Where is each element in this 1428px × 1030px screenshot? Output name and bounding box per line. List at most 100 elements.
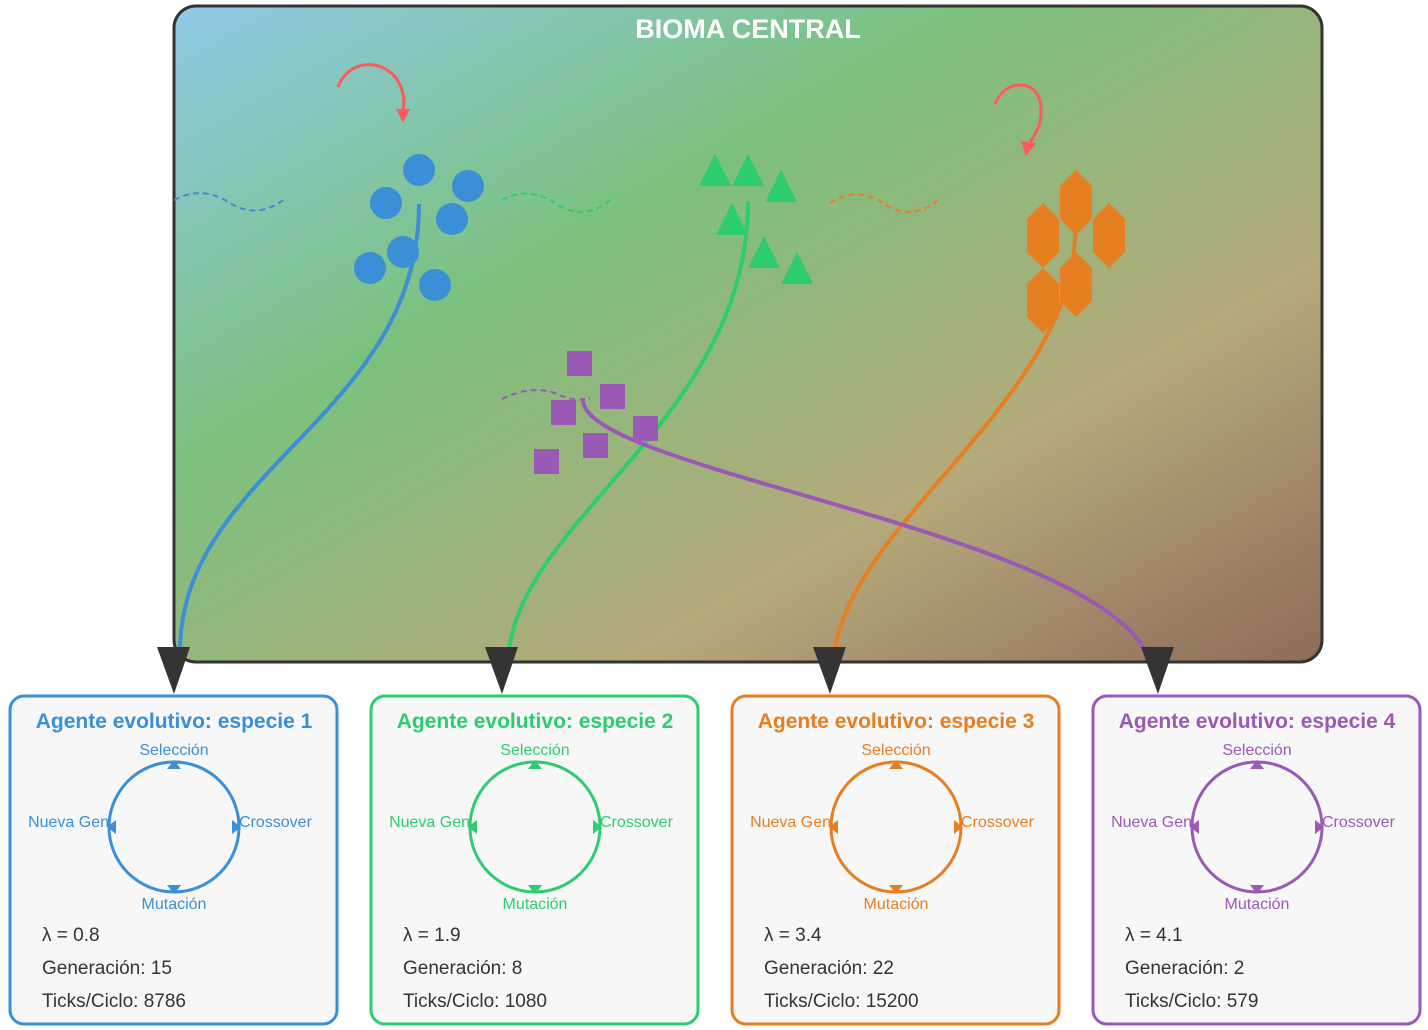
wave-line-species-1 xyxy=(173,192,287,212)
species-panel-4: Agente evolutivo: especie 4 Selección Cr… xyxy=(1091,694,1422,1026)
cycle-arrow-right xyxy=(593,820,602,834)
cycle-label-crossover: Crossover xyxy=(600,814,674,831)
generation-value: Generación: 8 xyxy=(403,958,522,979)
species-2-agent xyxy=(716,203,748,235)
species-1-agent xyxy=(436,203,468,235)
species-3-agent xyxy=(1027,268,1059,333)
generation-value: Generación: 22 xyxy=(764,958,894,979)
cycle-label-mutation: Mutación xyxy=(142,896,207,913)
lambda-value: λ = 1.9 xyxy=(403,925,461,946)
cycle-label-selection: Selección xyxy=(1222,742,1291,759)
cycle-label-crossover: Crossover xyxy=(1322,814,1396,831)
species-1-agent xyxy=(370,187,402,219)
cycle-label-crossover: Crossover xyxy=(961,814,1035,831)
cycle-label-selection: Selección xyxy=(139,742,208,759)
species-2-agent xyxy=(699,154,731,186)
panel-title: Agente evolutivo: especie 2 xyxy=(397,710,674,733)
down-arrowhead-species-1 xyxy=(157,647,190,694)
species-4-agent xyxy=(583,433,608,458)
species-3-agent xyxy=(1027,203,1059,268)
species-4-agent xyxy=(567,351,592,376)
cycle-arrow-left xyxy=(107,820,116,834)
ticks-per-cycle-value: Ticks/Ciclo: 15200 xyxy=(764,991,919,1012)
ticks-per-cycle-value: Ticks/Ciclo: 8786 xyxy=(42,991,186,1012)
species-1-agent xyxy=(354,252,386,284)
species-panel-3: Agente evolutivo: especie 3 Selección Cr… xyxy=(730,694,1061,1026)
species-1-agent xyxy=(419,269,451,301)
species-3-agent xyxy=(1093,203,1125,268)
down-arrowhead-species-4 xyxy=(1141,647,1174,694)
wave-line-species-4 xyxy=(501,389,591,401)
cycle-arrow-left xyxy=(1190,820,1199,834)
biome-title: BIOMA CENTRAL xyxy=(635,14,860,44)
flow-curve-species-4 xyxy=(580,397,1152,661)
cycle-label-mutation: Mutación xyxy=(864,896,929,913)
panel-frame xyxy=(1091,694,1422,1026)
generation-value: Generación: 15 xyxy=(42,958,172,979)
species-2-agent xyxy=(748,236,780,268)
panel-frame xyxy=(730,694,1061,1026)
species-2-agent xyxy=(732,154,764,186)
cycle-arrow-bottom xyxy=(889,885,903,894)
species-2-agent xyxy=(765,170,797,202)
panel-title: Agente evolutivo: especie 1 xyxy=(36,710,313,733)
wave-line-species-3 xyxy=(829,193,943,213)
species-1-agent xyxy=(452,170,484,202)
lambda-value: λ = 4.1 xyxy=(1125,925,1183,946)
cycle-arrow-top xyxy=(167,760,181,769)
species-2-agent xyxy=(781,252,813,284)
rotation-arrow-right xyxy=(993,83,1043,143)
cycle-label-new-generation: Nueva Gen xyxy=(750,814,831,831)
cycle-arrow-bottom xyxy=(528,885,542,894)
species-3-cluster xyxy=(1027,170,1125,333)
flow-curve-species-2 xyxy=(506,201,750,661)
panel-title: Agente evolutivo: especie 3 xyxy=(758,710,1035,733)
lambda-value: λ = 0.8 xyxy=(42,925,100,946)
rotation-arrow-left xyxy=(336,63,406,111)
panel-frame xyxy=(369,694,700,1026)
species-1-agent xyxy=(387,236,419,268)
cycle-arrow-top xyxy=(889,760,903,769)
cycle-arrow-right xyxy=(1315,820,1324,834)
wave-line-species-2 xyxy=(501,192,615,213)
cycle-arrow-bottom xyxy=(167,885,181,894)
cycle-arrow-right xyxy=(232,820,241,834)
down-arrowhead-species-2 xyxy=(485,647,518,694)
cycle-arrow-left xyxy=(829,820,838,834)
cycle-label-new-generation: Nueva Gen xyxy=(1111,814,1192,831)
cycle-arrow-bottom xyxy=(1250,885,1264,894)
cycle-arrow-right xyxy=(954,820,963,834)
lambda-value: λ = 3.4 xyxy=(764,925,822,946)
generation-value: Generación: 2 xyxy=(1125,958,1244,979)
species-3-agent xyxy=(1060,252,1092,317)
species-panel-2: Agente evolutivo: especie 2 Selección Cr… xyxy=(369,694,700,1026)
rotation-arrowhead-right xyxy=(1021,141,1036,156)
species-4-cluster xyxy=(534,351,658,474)
cycle-label-new-generation: Nueva Gen xyxy=(389,814,470,831)
cycle-label-mutation: Mutación xyxy=(1225,896,1290,913)
cycle-arrow-top xyxy=(528,760,542,769)
down-arrowhead-species-3 xyxy=(813,647,846,694)
species-2-cluster xyxy=(699,154,813,284)
species-panel-1: Agente evolutivo: especie 1 Selección Cr… xyxy=(8,694,339,1026)
cycle-label-new-generation: Nueva Gen xyxy=(28,814,109,831)
panel-title: Agente evolutivo: especie 4 xyxy=(1119,710,1396,733)
rotation-arrowhead-left xyxy=(396,109,410,123)
species-3-agent xyxy=(1060,170,1092,235)
species-1-cluster xyxy=(354,154,484,301)
cycle-label-selection: Selección xyxy=(500,742,569,759)
species-1-agent xyxy=(403,154,435,186)
cycle-label-mutation: Mutación xyxy=(503,896,568,913)
cycle-label-selection: Selección xyxy=(861,742,930,759)
cycle-arrow-top xyxy=(1250,760,1264,769)
species-4-agent xyxy=(534,449,559,474)
flow-curve-species-1 xyxy=(177,203,421,661)
ticks-per-cycle-value: Ticks/Ciclo: 1080 xyxy=(403,991,547,1012)
cycle-label-crossover: Crossover xyxy=(239,814,313,831)
ticks-per-cycle-value: Ticks/Ciclo: 579 xyxy=(1125,991,1258,1012)
species-4-agent xyxy=(551,400,576,425)
cycle-arrow-left xyxy=(468,820,477,834)
biome-container xyxy=(172,4,1324,664)
panel-frame xyxy=(8,694,339,1026)
